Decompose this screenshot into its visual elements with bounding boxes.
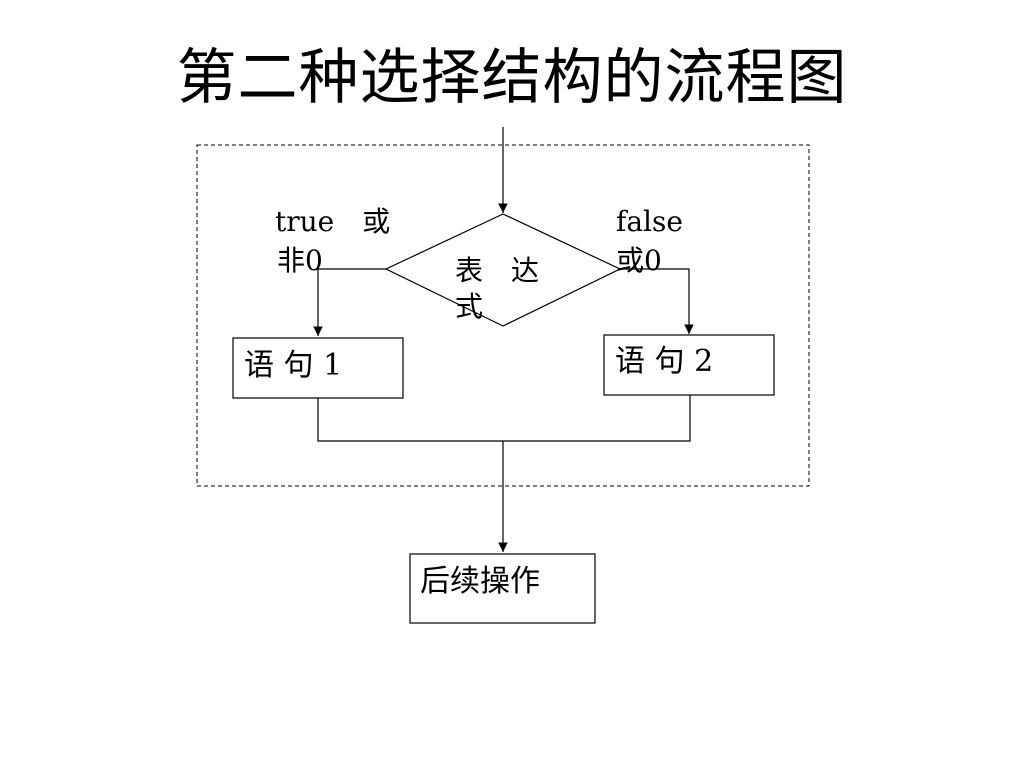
next-step-box [409, 553, 596, 624]
statement-2-label: 语 句 2 [615, 344, 714, 379]
condition-diamond [384, 213, 622, 327]
page-title: 第二种选择结构的流程图 [176, 43, 848, 113]
diamond-label-line1: 表 达 [455, 254, 540, 287]
next-step-label: 后续操作 [420, 564, 540, 599]
true-label-line1: true 或 [275, 205, 391, 238]
false-branch-line [620, 268, 694, 334]
true-branch-line [313, 268, 386, 336]
false-label-line2: 或0 [616, 244, 662, 277]
statement-2-box [603, 334, 775, 396]
true-label-line2: 非0 [277, 244, 323, 277]
false-label-line1: false [616, 205, 683, 238]
diamond-label-line2: 式 [455, 290, 484, 323]
merge-line [317, 395, 691, 442]
statement-1-label: 语 句 1 [244, 348, 343, 383]
